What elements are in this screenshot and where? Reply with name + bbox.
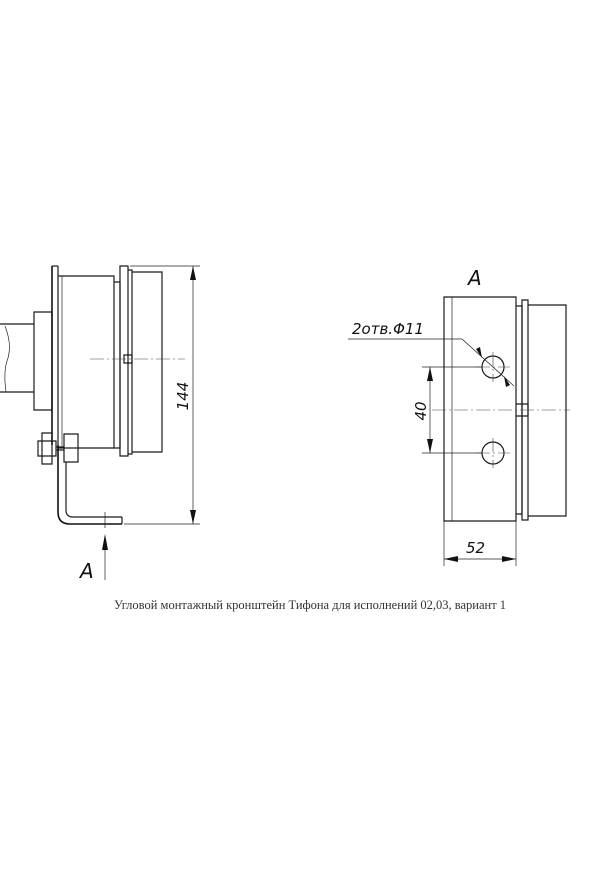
bolt-nut-left <box>37 440 57 457</box>
dimension-52-label: 52 <box>466 539 485 557</box>
bracket-leg-outer <box>57 445 122 525</box>
view-arrow-head <box>102 534 108 550</box>
view-label-a-side: A <box>78 559 94 583</box>
dimension-40-lines <box>422 366 482 454</box>
bolt-nut-right <box>63 433 79 463</box>
dimension-144-lines <box>124 265 200 525</box>
bracket-leg-inner <box>65 462 122 518</box>
hole-leader-line <box>348 338 515 387</box>
housing-body <box>58 275 115 449</box>
housing-ring-2 <box>119 265 129 457</box>
hole-spec-label: 2отв.Φ11 <box>352 320 424 338</box>
side-view: 144 A <box>0 265 200 583</box>
housing-ring-1 <box>114 281 121 449</box>
pipe-break-line <box>4 325 10 393</box>
dimension-40-label: 40 <box>412 401 430 420</box>
view-label-a-top: A <box>466 266 482 290</box>
flange-block <box>33 311 53 411</box>
horn-body <box>132 271 163 453</box>
bracket-plate-view <box>443 296 517 522</box>
view-a: A 2отв.Φ11 40 52 <box>348 266 570 566</box>
drawing-caption: Угловой монтажный кронштейн Тифона для и… <box>113 598 507 612</box>
horn-body-view <box>528 304 567 517</box>
dimension-144-label: 144 <box>174 382 192 411</box>
center-marker <box>123 354 133 364</box>
